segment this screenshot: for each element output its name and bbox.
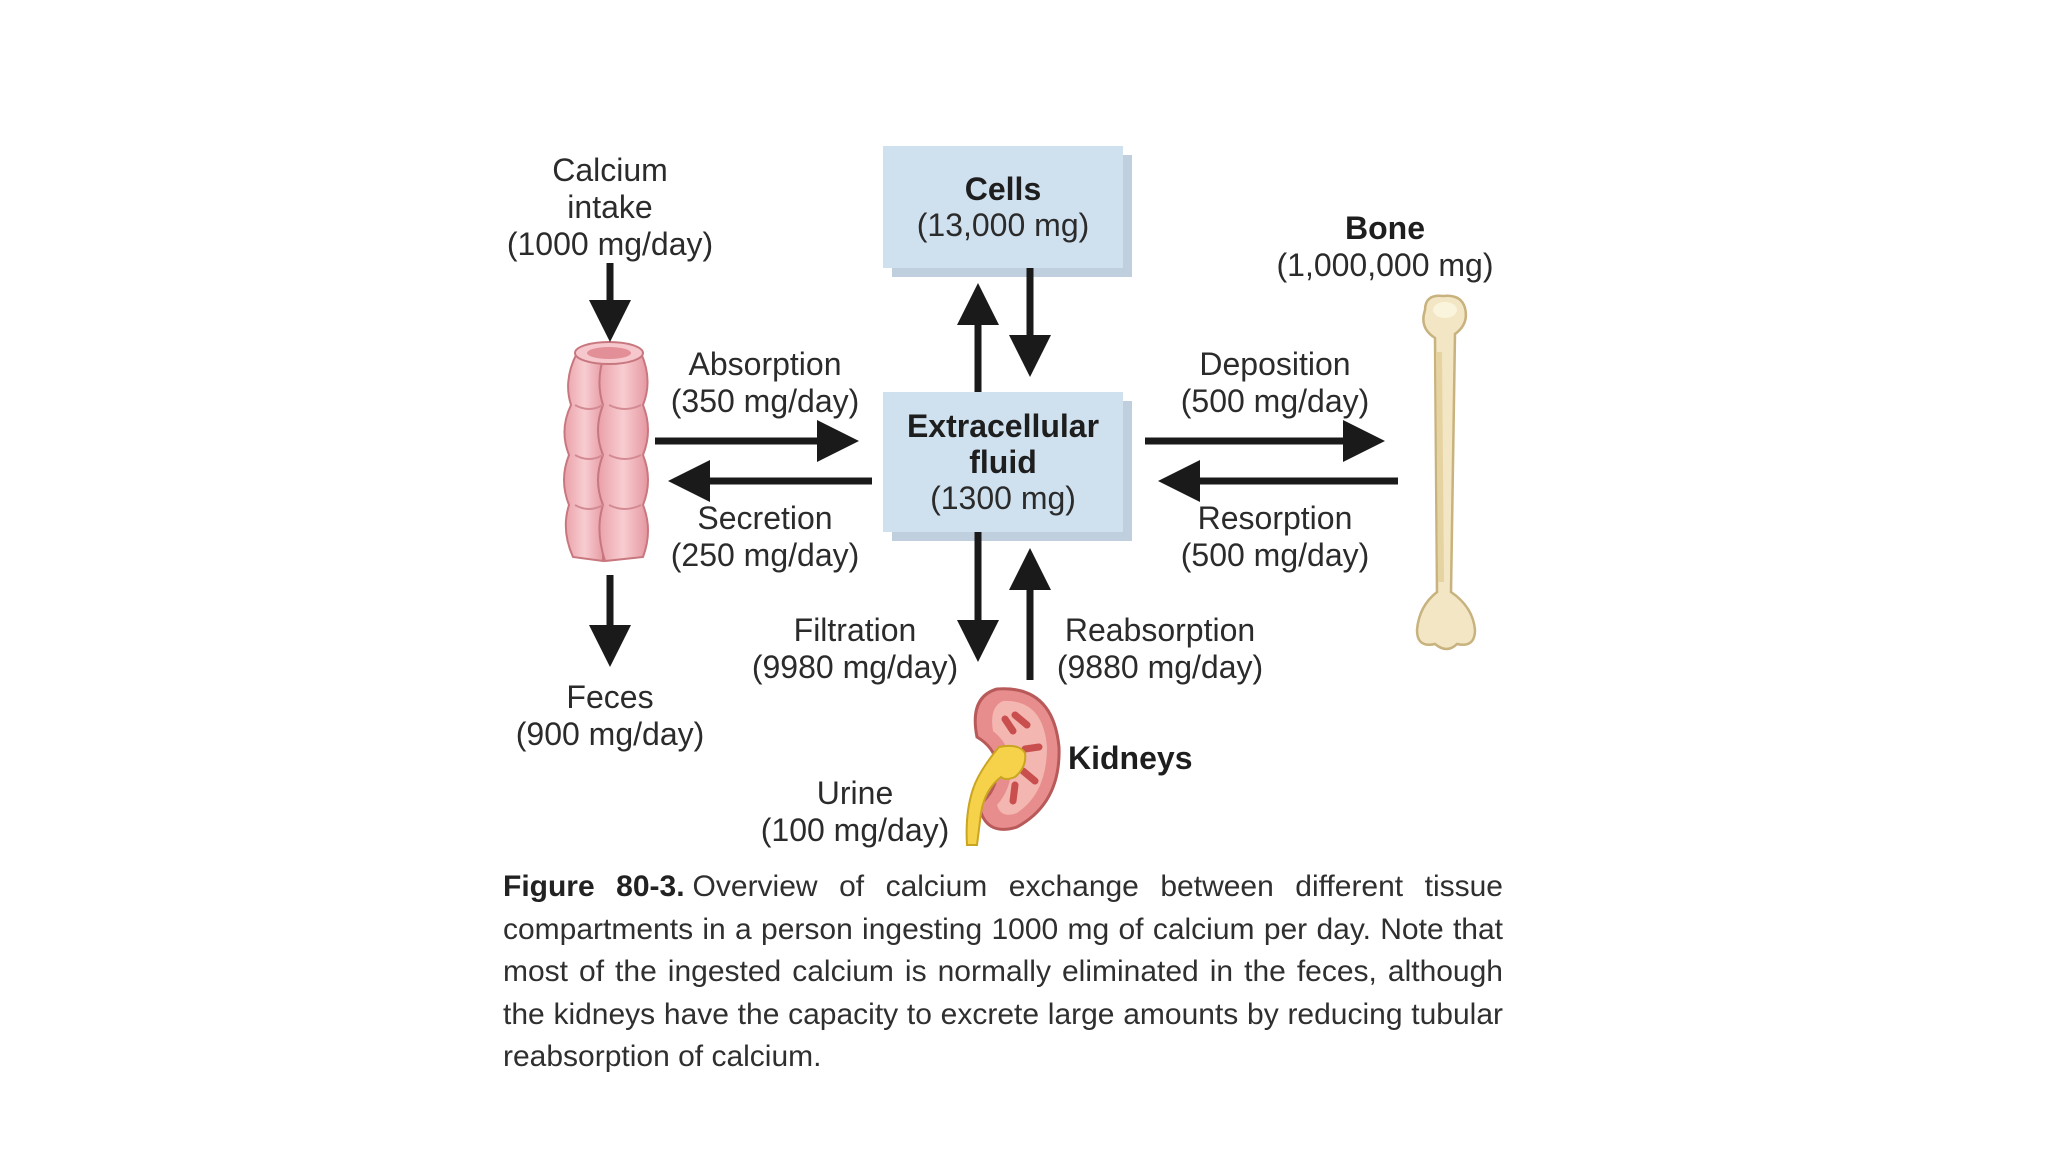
bone-title: Bone [1345, 210, 1425, 246]
absorption-rate: (350 mg/day) [670, 383, 860, 419]
deposition-label: Deposition (500 mg/day) [1160, 346, 1390, 420]
figure-caption: Figure 80-3.Overview of calcium exchange… [503, 866, 1503, 1079]
extracellular-fluid-box: Extracellular fluid (1300 mg) [883, 392, 1123, 532]
cells-amount: (13,000 mg) [916, 207, 1090, 243]
intake-line2: intake [567, 189, 653, 225]
absorption-label: Absorption (350 mg/day) [655, 346, 875, 420]
secretion-rate: (250 mg/day) [670, 537, 860, 573]
intake-line1: Calcium [552, 152, 668, 188]
urine-rate: (100 mg/day) [760, 812, 950, 848]
filtration-rate: (9980 mg/day) [751, 649, 959, 685]
absorption-name: Absorption [688, 346, 842, 382]
ecf-title-line1: Extracellular [906, 408, 1100, 444]
resorption-rate: (500 mg/day) [1180, 537, 1370, 573]
kidney-illustration [965, 687, 1061, 846]
reabsorption-name: Reabsorption [1064, 612, 1256, 648]
resorption-name: Resorption [1197, 500, 1353, 536]
filtration-name: Filtration [793, 612, 917, 648]
feces-name: Feces [566, 679, 654, 715]
ecf-amount: (1300 mg) [930, 480, 1076, 516]
urine-name: Urine [816, 775, 894, 811]
reabsorption-rate: (9880 mg/day) [1056, 649, 1264, 685]
bone-illustration [1415, 294, 1477, 651]
kidneys-label: Kidneys [1068, 740, 1218, 777]
secretion-label: Secretion (250 mg/day) [655, 500, 875, 574]
secretion-name: Secretion [697, 500, 833, 536]
cells-title: Cells [964, 171, 1042, 207]
kidneys-title: Kidneys [1068, 740, 1193, 776]
feces-rate: (900 mg/day) [515, 716, 705, 752]
intestine-illustration [563, 341, 649, 563]
caption-text: Overview of calcium exchange between dif… [503, 870, 1503, 1073]
bone-amount: (1,000,000 mg) [1276, 247, 1494, 283]
cells-box: Cells (13,000 mg) [883, 146, 1123, 268]
calcium-intake-label: Calcium intake (1000 mg/day) [480, 152, 740, 263]
deposition-rate: (500 mg/day) [1180, 383, 1370, 419]
deposition-name: Deposition [1199, 346, 1351, 382]
figure-label: Figure 80-3. [503, 870, 685, 903]
feces-label: Feces (900 mg/day) [495, 679, 725, 753]
urine-label: Urine (100 mg/day) [740, 775, 970, 849]
reabsorption-label: Reabsorption (9880 mg/day) [1045, 612, 1275, 686]
bone-label: Bone (1,000,000 mg) [1250, 210, 1520, 284]
ecf-title-line2: fluid [969, 444, 1037, 480]
resorption-label: Resorption (500 mg/day) [1160, 500, 1390, 574]
intake-rate: (1000 mg/day) [506, 226, 714, 262]
filtration-label: Filtration (9980 mg/day) [740, 612, 970, 686]
